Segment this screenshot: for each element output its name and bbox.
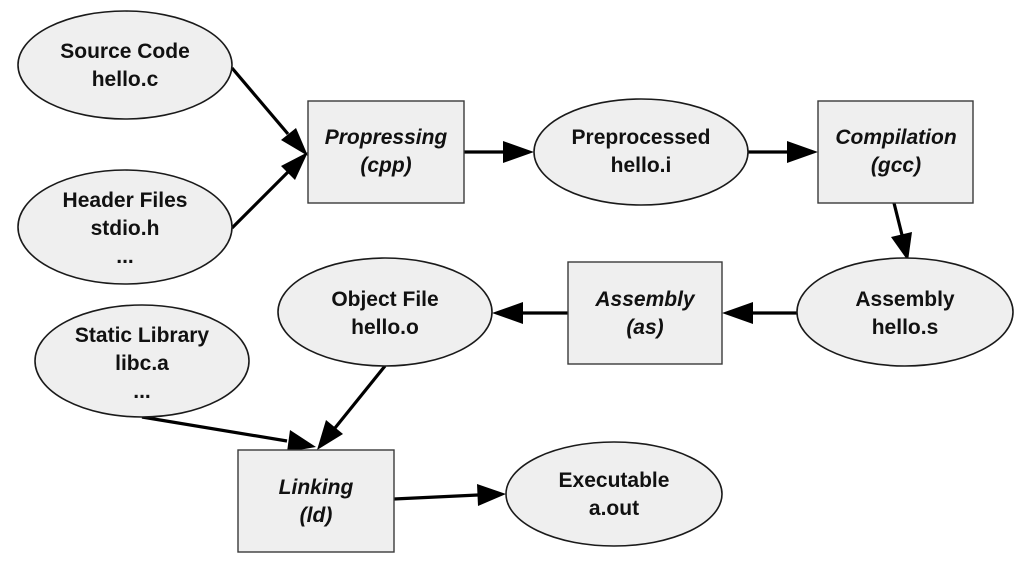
node-object-file: Object File hello.o [277, 257, 493, 367]
arrow-preprocessed-to-compile [748, 141, 818, 163]
arrow-link-to-executable [393, 484, 506, 506]
assembly-file-label-line-2: hello.s [872, 316, 939, 339]
assembly-process-label-line-1: Assembly [594, 288, 696, 311]
executable-label-line-2: a.out [589, 497, 639, 520]
compilation-label-line-1: Compilation [835, 126, 956, 149]
arrow-preprocess-to-preprocessed [464, 141, 534, 163]
object-file-label-line-1: Object File [331, 288, 438, 311]
executable-label-line-1: Executable [559, 469, 670, 492]
node-header-files: Header Files stdio.h ... [17, 169, 233, 285]
preprocessed-label-line-2: hello.i [611, 154, 672, 177]
preprocessed-label-line-1: Preprocessed [572, 126, 711, 149]
source-code-label-line-1: Source Code [60, 40, 190, 63]
header-files-label-line-1: Header Files [63, 189, 188, 212]
header-files-label-line-3: ... [116, 245, 134, 268]
arrow-compile-to-assembly-file [891, 202, 912, 261]
node-preprocessed: Preprocessed hello.i [533, 98, 749, 206]
static-library-label-line-1: Static Library [75, 324, 210, 347]
node-assembly-file: Assembly hello.s [796, 257, 1014, 367]
compilation-label-line-2: (gcc) [871, 154, 921, 177]
assembly-process-label-line-2: (as) [626, 316, 663, 339]
arrow-assembly-file-to-assemble [722, 302, 798, 324]
process-linking: Linking (ld) [237, 449, 395, 553]
assembly-file-label-line-1: Assembly [855, 288, 955, 311]
linking-label-line-2: (ld) [300, 504, 333, 527]
node-executable: Executable a.out [505, 441, 723, 547]
linking-label-line-1: Linking [279, 476, 354, 499]
arrows [141, 66, 912, 506]
header-files-label-line-2: stdio.h [91, 217, 160, 240]
preprocessing-label-line-2: (cpp) [360, 154, 411, 177]
process-preprocessing: Propressing (cpp) [307, 100, 465, 204]
source-code-label-line-2: hello.c [92, 68, 159, 91]
object-file-label-line-2: hello.o [351, 316, 419, 339]
arrow-header-to-preprocess [230, 152, 308, 230]
arrow-object-to-link [317, 364, 387, 450]
arrow-source-to-preprocess [230, 66, 308, 156]
process-assembly: Assembly (as) [567, 261, 723, 365]
static-library-label-line-2: libc.a [115, 352, 169, 375]
node-source-code: Source Code hello.c [17, 10, 233, 120]
preprocessing-label-line-1: Propressing [325, 126, 448, 149]
node-static-library: Static Library libc.a ... [34, 304, 250, 418]
process-compilation: Compilation (gcc) [817, 100, 974, 204]
arrow-assemble-to-object [492, 302, 568, 324]
arrow-static-library-to-link [141, 415, 316, 452]
static-library-label-line-3: ... [133, 380, 151, 403]
